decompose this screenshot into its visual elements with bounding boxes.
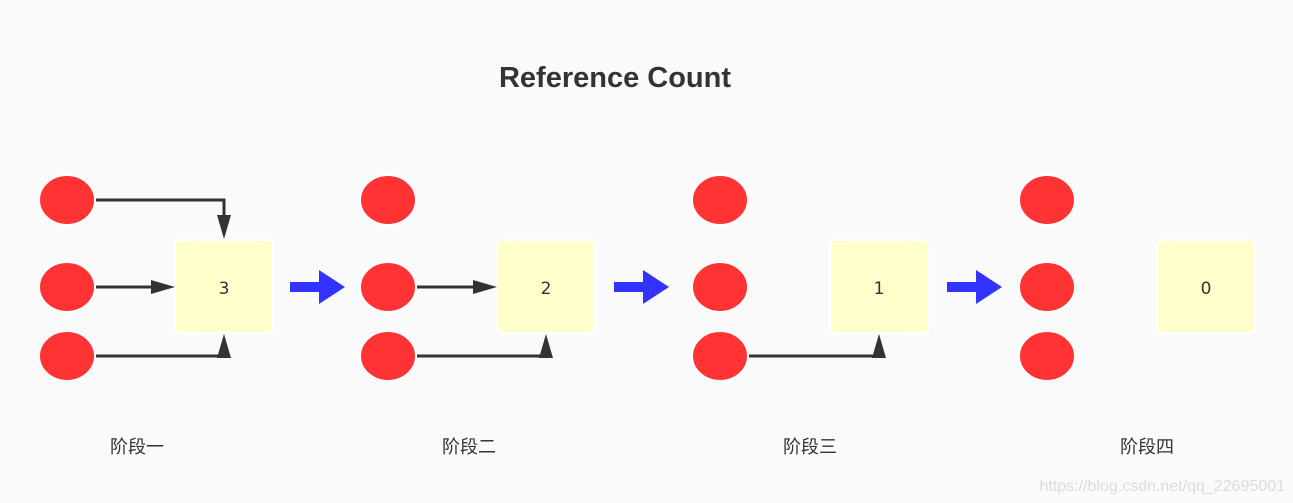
- reference-count-value: 3: [219, 279, 230, 299]
- reference-count-box: [174, 239, 274, 334]
- stage-1: 3 阶段一: [38, 174, 345, 458]
- object-circle-top: [359, 174, 417, 226]
- stage-4: 0 阶段四: [1018, 174, 1256, 458]
- reference-count-box: [829, 239, 929, 334]
- object-circle-bottom: [1018, 330, 1076, 382]
- object-circle-middle: [1018, 261, 1076, 313]
- arrowhead-icon: [217, 215, 231, 239]
- object-circle-bottom: [38, 330, 96, 382]
- stage-3: 1 阶段三: [691, 174, 1002, 458]
- arrowhead-icon: [151, 280, 175, 294]
- transition-arrow-icon: [947, 270, 1002, 304]
- arrowhead-icon: [473, 280, 497, 294]
- stage-label: 阶段三: [783, 437, 837, 458]
- diagram-title: Reference Count: [499, 62, 731, 94]
- stage-2: 2 阶段二: [359, 174, 669, 458]
- object-circle-top: [1018, 174, 1076, 226]
- object-circle-top: [691, 174, 749, 226]
- reference-count-value: 0: [1201, 279, 1212, 299]
- transition-arrow-icon: [290, 270, 345, 304]
- reference-arrow-line: [749, 350, 881, 358]
- object-circle-top: [38, 174, 96, 226]
- reference-count-box: [496, 239, 596, 334]
- stage-label: 阶段四: [1120, 437, 1174, 458]
- arrowhead-icon: [872, 334, 886, 358]
- transition-arrow-icon: [614, 270, 669, 304]
- object-circle-bottom: [359, 330, 417, 382]
- object-circle-middle: [691, 261, 749, 313]
- object-circle-middle: [38, 261, 96, 313]
- reference-count-value: 2: [541, 279, 552, 299]
- reference-arrow-line: [96, 350, 226, 358]
- arrowhead-icon: [539, 334, 553, 358]
- reference-arrow-line: [96, 198, 226, 222]
- stage-label: 阶段一: [110, 437, 164, 458]
- object-circle-bottom: [691, 330, 749, 382]
- stage-label: 阶段二: [442, 437, 496, 458]
- watermark: https://blog.csdn.net/qq_22695001: [1039, 478, 1285, 495]
- reference-count-box: [1156, 239, 1256, 334]
- reference-count-value: 1: [874, 279, 885, 299]
- object-circle-middle: [359, 261, 417, 313]
- arrowhead-icon: [217, 334, 231, 358]
- reference-arrow-line: [417, 350, 548, 358]
